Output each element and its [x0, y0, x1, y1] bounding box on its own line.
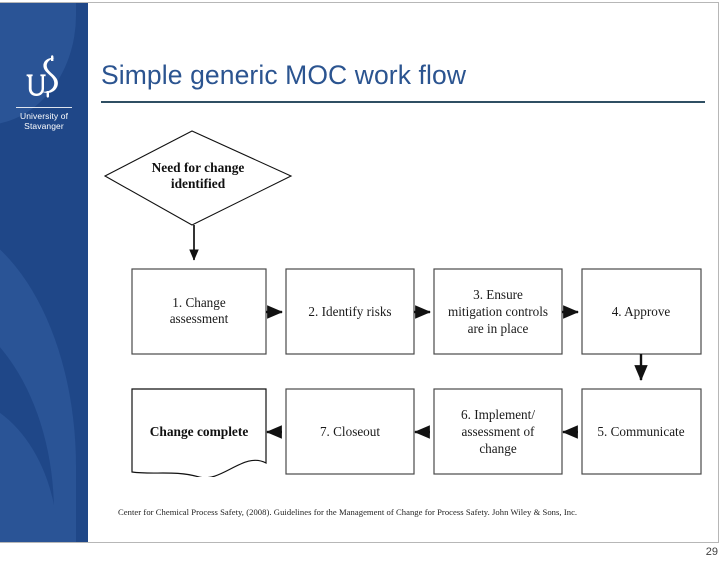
node-step-3-line3: are in place — [468, 321, 529, 336]
node-step-3[interactable]: 3. Ensure mitigation controls are in pla… — [433, 268, 563, 355]
page-title: Simple generic MOC work flow — [101, 60, 467, 90]
node-step-5[interactable]: 5. Communicate — [581, 388, 702, 475]
node-step-6-line1: 6. Implement/ — [461, 407, 535, 422]
node-step-4-line1: 4. Approve — [612, 304, 671, 319]
node-change-complete[interactable]: Change complete — [131, 388, 267, 477]
node-step-2[interactable]: 2. Identify risks — [285, 268, 415, 355]
node-need-for-change-line1: Need for change — [152, 160, 245, 175]
title-area: Simple generic MOC work flow — [101, 60, 705, 103]
organization-line-2: Stavanger — [24, 121, 64, 131]
band-decor-sweep-c — [0, 395, 58, 542]
node-step-5-line1: 5. Communicate — [597, 424, 684, 439]
university-logo: University of Stavanger — [0, 53, 88, 131]
node-step-4[interactable]: 4. Approve — [581, 268, 702, 355]
node-step-2-line1: 2. Identify risks — [308, 304, 391, 319]
node-step-3-line1: 3. Ensure — [473, 287, 523, 302]
node-change-complete-label: Change complete — [150, 424, 249, 439]
node-step-1[interactable]: 1. Change assessment — [131, 268, 267, 355]
organization-name: University of Stavanger — [0, 111, 88, 131]
node-step-6[interactable]: 6. Implement/ assessment of change — [433, 388, 563, 475]
page-number: 29 — [705, 546, 718, 558]
node-step-1-line1: 1. Change — [172, 295, 226, 310]
node-step-3-line2: mitigation controls — [448, 304, 548, 319]
band-decor-sweep-a — [0, 217, 76, 542]
slide-canvas: University of Stavanger Simple generic M… — [0, 2, 719, 543]
logo-divider — [16, 107, 72, 108]
node-step-6-line3: change — [479, 441, 516, 456]
flowchart-svg: Need for change identified 1. Change ass… — [103, 130, 702, 477]
node-step-1-line2: assessment — [170, 311, 229, 326]
band-decor-sweep-b — [0, 303, 54, 542]
node-need-for-change[interactable]: Need for change identified — [103, 130, 293, 226]
node-step-6-line2: assessment of — [462, 424, 535, 439]
source-citation: Center for Chemical Process Safety, (200… — [118, 507, 578, 517]
brand-sidebar: University of Stavanger — [0, 3, 88, 542]
organization-line-1: University of — [19, 111, 69, 121]
title-divider — [101, 101, 705, 103]
node-need-for-change-line2: identified — [171, 176, 226, 191]
node-step-7[interactable]: 7. Closeout — [285, 388, 415, 475]
node-step-7-line1: 7. Closeout — [320, 424, 380, 439]
moc-workflow-diagram: Need for change identified 1. Change ass… — [101, 127, 705, 477]
us-monogram-icon — [26, 55, 58, 98]
